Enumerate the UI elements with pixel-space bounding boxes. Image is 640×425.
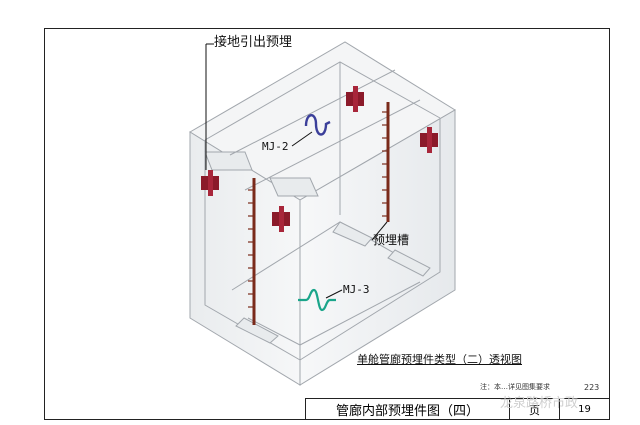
grounding-plate-top bbox=[346, 86, 364, 112]
haunch-mid bbox=[269, 177, 319, 197]
title-block-page-number: 19 bbox=[578, 404, 591, 415]
page-code: 223 bbox=[584, 383, 600, 392]
haunch-back-floor bbox=[332, 221, 373, 247]
grounding-plate-left bbox=[201, 170, 219, 196]
top-slab-line bbox=[229, 69, 396, 156]
floor-front-edge bbox=[247, 281, 421, 346]
label-mj2: MJ-2 bbox=[262, 140, 289, 153]
leader-lines bbox=[205, 43, 388, 299]
grounding-plate-mid bbox=[272, 206, 290, 232]
title-block-page-label: 页 bbox=[510, 399, 560, 420]
grounding-plate-right bbox=[420, 127, 438, 153]
label-embed-slot: 预埋槽 bbox=[373, 233, 410, 247]
drawing-subtitle: 单舱管廊预埋件类型（二）透视图 bbox=[357, 353, 522, 366]
embed-slot-rail-right bbox=[382, 102, 390, 222]
haunch-top-left bbox=[204, 151, 253, 171]
mj3-embed bbox=[298, 288, 336, 312]
mj2-embed bbox=[304, 114, 331, 136]
drawing-note: 注：本…详见图集要求 bbox=[480, 383, 550, 391]
haunch-front-floor bbox=[235, 317, 279, 344]
box-right-face bbox=[299, 109, 456, 386]
watermark: 龙泉路桥市政 bbox=[500, 396, 579, 411]
tunnel-box bbox=[189, 41, 456, 386]
haunch-right-floor bbox=[387, 249, 431, 277]
title-block-title: 管廊内部预埋件图（四） bbox=[306, 399, 510, 420]
embed-slot-rail-left bbox=[248, 178, 256, 325]
top-slab-line-2 bbox=[244, 99, 421, 191]
title-block: 管廊内部预埋件图（四） 页 19 bbox=[305, 398, 610, 420]
label-mj3: MJ-3 bbox=[343, 283, 370, 296]
inner-right-edge bbox=[299, 118, 441, 361]
label-grounding-embed: 接地引出预埋 bbox=[214, 35, 293, 50]
drawing-frame bbox=[44, 28, 610, 420]
